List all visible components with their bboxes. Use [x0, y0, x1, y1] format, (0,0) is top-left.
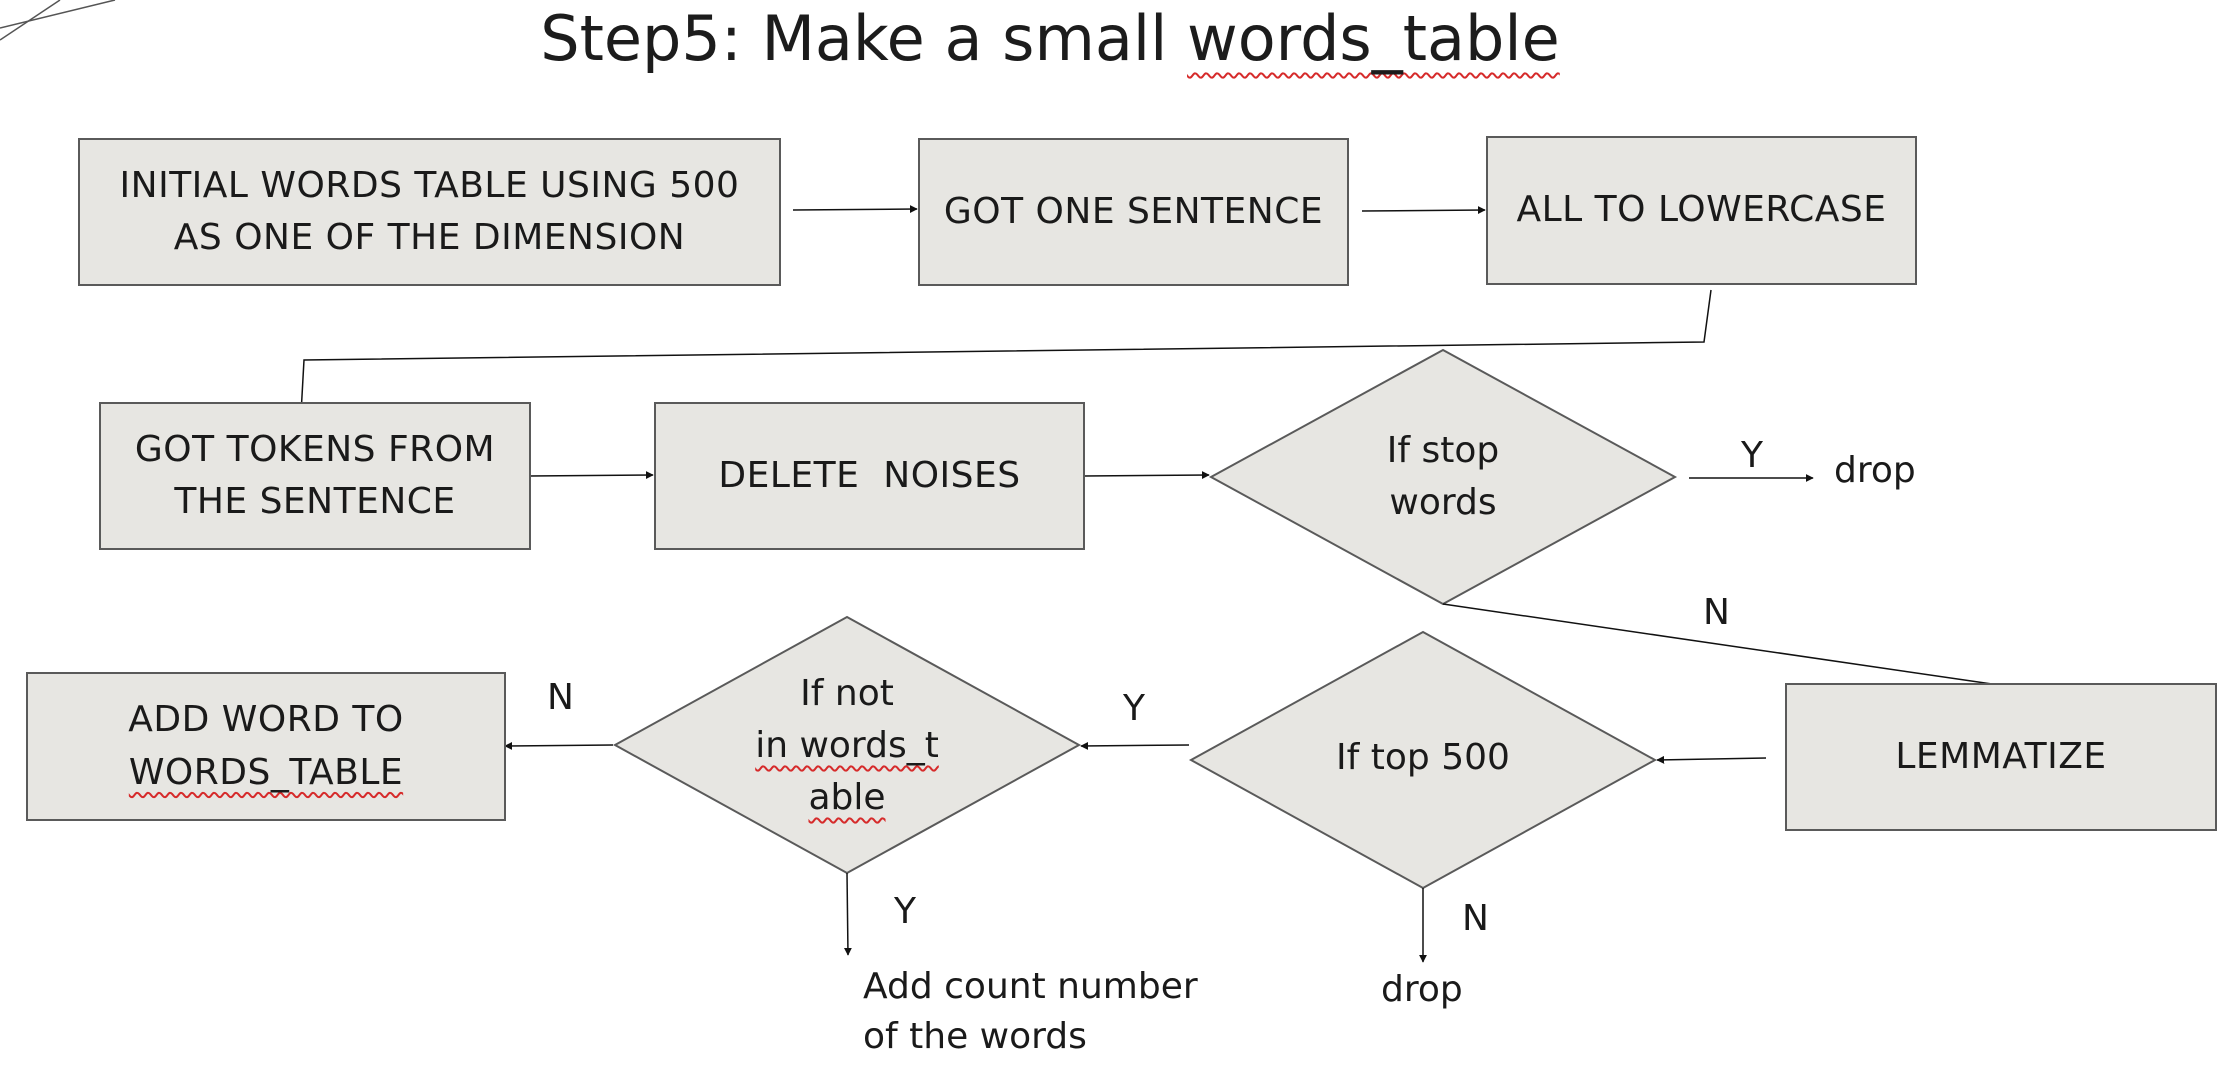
- box-got-one-sentence: GOT ONE SENTENCE: [918, 138, 1349, 286]
- box-got-tokens: GOT TOKENS FROM THE SENTENCE: [99, 402, 531, 550]
- decision-line: able: [808, 777, 886, 819]
- arrow-noises-to-stopwords: [1083, 471, 1210, 480]
- box-line: AS ONE OF THE DIMENSION: [173, 217, 686, 258]
- box-line: GOT TOKENS FROM: [134, 428, 496, 470]
- decision-line: If stop: [1386, 429, 1500, 471]
- arrow-stopwords-no-lemmatize: [1442, 603, 1993, 685]
- box-line: LEMMATIZE: [1895, 735, 2107, 777]
- note-line: of the words: [863, 1016, 1087, 1058]
- decision-line: in words_t: [755, 724, 939, 766]
- edge-label-top500-yes: Y: [1123, 688, 1145, 729]
- arrow-notin-yes-count: [843, 872, 852, 956]
- decision-line: words: [1389, 482, 1497, 523]
- box-add-word: ADD WORD TO WORDS_TABLE: [26, 672, 506, 821]
- terminal-drop-stop: drop: [1834, 450, 1916, 491]
- arrow-notin-no-addword: [504, 741, 614, 750]
- title-underlined: words_table: [1187, 2, 1560, 75]
- terminal-add-count: Add count number of the words: [863, 962, 1198, 1063]
- arrow-initial-to-sentence: [792, 205, 918, 214]
- decision-if-top-500-label: If top 500: [1223, 718, 1623, 798]
- box-line: WORDS_TABLE: [128, 751, 404, 793]
- box-line: THE SENTENCE: [174, 481, 456, 522]
- title-prefix: Step5: Make a small: [540, 2, 1188, 75]
- box-delete-noises: DELETE NOISES: [654, 402, 1085, 550]
- note-line: Add count number: [863, 966, 1198, 1007]
- page-title: Step5: Make a small words_table: [0, 2, 2100, 75]
- stray-line: [0, 0, 116, 29]
- edge-label-notin-yes: Y: [894, 891, 916, 932]
- box-all-to-lowercase: ALL TO LOWERCASE: [1486, 136, 1917, 285]
- box-line: ADD WORD TO: [128, 699, 404, 741]
- stray-line: [0, 0, 61, 41]
- arrow-lemmatize-to-top500: [1656, 755, 1767, 764]
- box-line: ALL TO LOWERCASE: [1516, 189, 1887, 231]
- decision-line: If top 500: [1336, 736, 1510, 778]
- arrow-tokens-to-noises: [528, 471, 654, 480]
- box-line: DELETE NOISES: [718, 454, 1021, 496]
- decision-if-stop-words-label: If stop words: [1243, 405, 1643, 549]
- arrow-top500-yes-notin: [1080, 741, 1190, 750]
- edge-label-stop-yes: Y: [1741, 435, 1763, 476]
- decision-line: If not: [800, 672, 894, 714]
- arrow-sentence-to-lowercase: [1361, 206, 1486, 215]
- box-line: GOT ONE SENTENCE: [943, 190, 1324, 232]
- decision-if-not-in-words-table-label: If not in words_t able: [647, 664, 1047, 828]
- edge-label-notin-no: N: [547, 677, 574, 718]
- edge-label-stop-no: N: [1703, 592, 1730, 633]
- box-initial-words-table: INITIAL WORDS TABLE USING 500 AS ONE OF …: [78, 138, 781, 286]
- box-line: INITIAL WORDS TABLE USING 500: [119, 164, 740, 206]
- terminal-drop-top500: drop: [1381, 969, 1463, 1010]
- arrow-lowercase-to-tokens: [297, 289, 1712, 415]
- box-lemmatize: LEMMATIZE: [1785, 683, 2217, 831]
- edge-label-top500-no: N: [1462, 898, 1489, 939]
